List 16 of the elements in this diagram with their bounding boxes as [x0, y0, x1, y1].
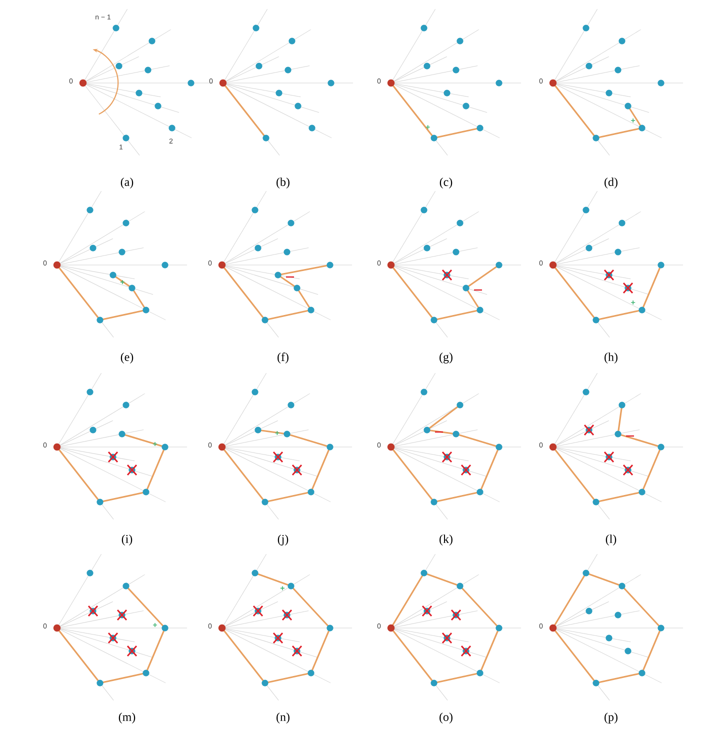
panel-caption: (d): [604, 178, 618, 188]
panel-caption: (p): [604, 712, 618, 724]
panel-caption: (a): [120, 178, 134, 188]
panel-caption: (j): [278, 534, 288, 546]
panel-caption: (o): [440, 712, 452, 724]
panel-caption: (g): [440, 352, 452, 364]
panel-caption: (l): [606, 534, 616, 546]
panel-caption: (n): [276, 712, 290, 724]
panel-caption: (k): [440, 534, 452, 546]
panel-caption: (i): [122, 534, 132, 546]
panel-caption: (m): [118, 712, 136, 724]
panel-caption: (e): [120, 352, 134, 364]
panel-caption: (c): [440, 178, 452, 188]
panel-caption: (f): [278, 352, 288, 364]
panel-caption: (h): [604, 352, 618, 364]
panel-caption: (b): [276, 178, 290, 188]
